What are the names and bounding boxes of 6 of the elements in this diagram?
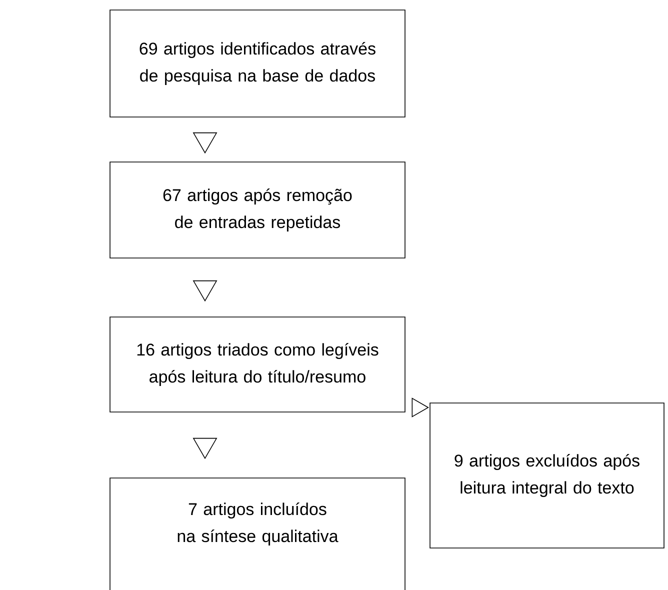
arrow-head — [412, 398, 429, 418]
process-box: 69 artigos identificados através de pesquisa na base de dados — [110, 10, 406, 118]
process-box: 7 artigos incluídos na síntese qualitativa — [110, 478, 406, 590]
process-box: 16 artigos triados como legíveis após leitura do título/resumo — [110, 316, 406, 412]
process-box: 9 artigos excluídos após leitura integral do texto — [430, 402, 664, 548]
process-box: 67 artigos após remoção de entradas repetidas — [110, 162, 406, 258]
